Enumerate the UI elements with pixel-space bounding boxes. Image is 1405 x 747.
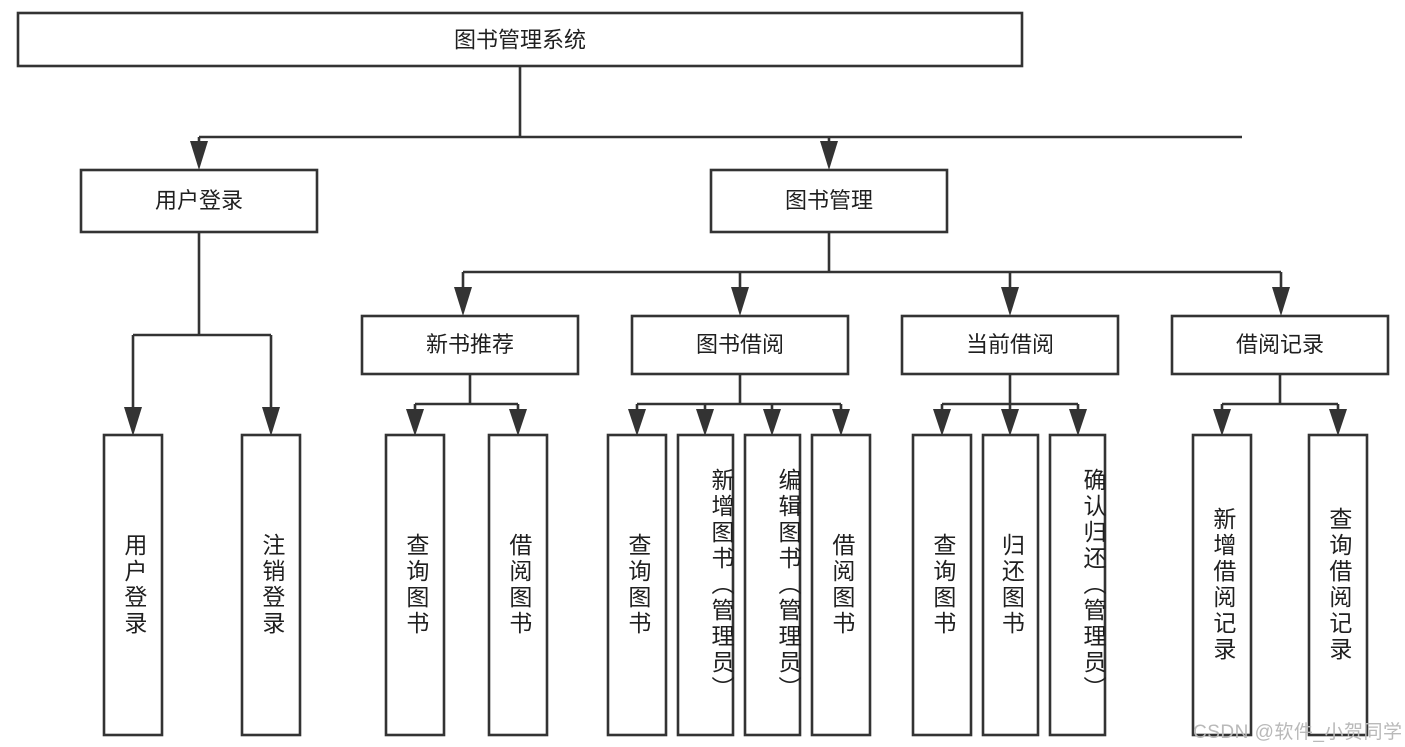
arrow-down-icon — [1329, 409, 1347, 436]
node-book-management-label: 图书管理 — [785, 188, 873, 213]
node-leaf-add-borrow-record-box[interactable] — [1191, 433, 1253, 737]
arrow-down-icon — [763, 409, 781, 436]
arrow-down-icon — [1272, 287, 1290, 316]
arrow-down-icon — [832, 409, 850, 436]
node-leaf-query-borrow-record-box[interactable] — [1307, 433, 1369, 737]
connector-root-to-level2 — [190, 66, 1242, 170]
node-user-login-box[interactable] — [79, 168, 319, 234]
node-user-login[interactable]: 用户登录 — [79, 168, 319, 234]
node-borrow-record[interactable]: 借阅记录 — [1170, 314, 1390, 376]
arrow-down-icon — [820, 141, 838, 170]
arrow-down-icon — [509, 409, 527, 436]
node-leaf-query-book-2-box[interactable] — [606, 433, 668, 737]
node-leaf-confirm-return-box[interactable] — [1048, 433, 1107, 737]
node-leaf-add-book-box[interactable] — [676, 433, 735, 737]
arrow-down-icon — [190, 141, 208, 170]
node-root[interactable]: 图书管理系统 — [16, 11, 1024, 68]
node-leaf-borrow-book-2-box[interactable] — [810, 433, 872, 737]
node-book-management[interactable]: 图书管理 — [709, 168, 949, 234]
arrow-down-icon — [1069, 409, 1087, 436]
arrow-down-icon — [1001, 287, 1019, 316]
connector-user-login-to-leaves — [124, 232, 280, 436]
node-current-borrow-label: 当前借阅 — [966, 332, 1054, 357]
node-user-login-label: 用户登录 — [155, 188, 243, 213]
arrow-down-icon — [933, 409, 951, 436]
node-leaf-logout-login-box[interactable] — [240, 433, 302, 737]
node-book-borrow-label: 图书借阅 — [696, 332, 784, 357]
watermark-text: CSDN @软件_小贺同学 — [1193, 722, 1403, 743]
arrow-down-icon — [1213, 409, 1231, 436]
arrow-down-icon — [731, 287, 749, 316]
connector-new-book-recommend-to-leaves — [406, 374, 527, 436]
node-root-box[interactable] — [16, 11, 1024, 68]
arrow-down-icon — [406, 409, 424, 436]
arrow-down-icon — [262, 407, 280, 436]
arrow-down-icon — [124, 407, 142, 436]
node-new-book-recommend[interactable]: 新书推荐 — [360, 314, 580, 376]
arrow-down-icon — [628, 409, 646, 436]
connector-book-borrow-to-leaves — [628, 374, 850, 436]
node-root-label: 图书管理系统 — [454, 27, 586, 52]
node-leaf-edit-book-box[interactable] — [743, 433, 802, 737]
node-borrow-record-label: 借阅记录 — [1236, 332, 1324, 357]
node-current-borrow-box[interactable] — [900, 314, 1120, 376]
node-new-book-recommend-label: 新书推荐 — [426, 332, 514, 357]
node-leaf-borrow-book-1-box[interactable] — [487, 433, 549, 737]
connector-current-borrow-to-leaves — [933, 374, 1087, 436]
arrow-down-icon — [696, 409, 714, 436]
node-book-borrow[interactable]: 图书借阅 — [630, 314, 850, 376]
arrow-down-icon — [1001, 409, 1019, 436]
node-leaf-return-book-box[interactable] — [981, 433, 1040, 737]
connector-borrow-record-to-leaves — [1213, 374, 1347, 436]
connector-book-management-to-level3 — [454, 232, 1290, 316]
node-leaf-query-book-1-box[interactable] — [384, 433, 446, 737]
node-new-book-recommend-box[interactable] — [360, 314, 580, 376]
node-current-borrow[interactable]: 当前借阅 — [900, 314, 1120, 376]
node-leaf-user-login-box[interactable] — [102, 433, 164, 737]
arrow-down-icon — [454, 287, 472, 316]
node-leaf-query-book-3-box[interactable] — [911, 433, 973, 737]
